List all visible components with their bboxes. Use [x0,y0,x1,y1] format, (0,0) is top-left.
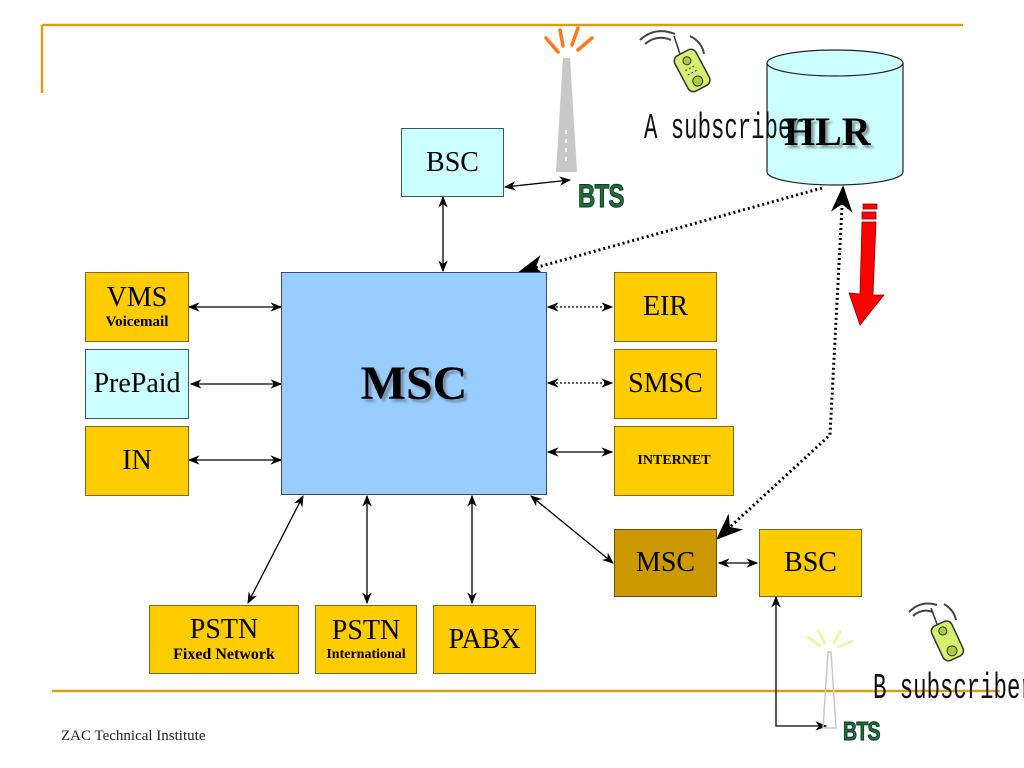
pabx-label: PABX [448,623,521,655]
bts-tower-bottom-icon [806,629,854,729]
link-msc-msc-remote [530,495,614,564]
bsc-top-node: BSC [401,128,504,197]
eir-node: EIR [614,272,717,342]
b-subscriber-label: B subscriber [873,668,1024,709]
msc-remote-node: MSC [614,529,717,597]
link-bsc-bts-top [503,176,572,191]
bts-top-label: BTS [578,178,625,215]
prepaid-label: PrePaid [93,368,181,399]
a-subscriber-label: A subscriber [644,108,805,149]
smsc-label: SMSC [628,368,703,399]
smsc-node: SMSC [614,349,717,419]
msc-main-node: MSC [281,272,547,495]
pstn-intl-subtitle: International [326,647,406,662]
pstn-intl-node: PSTN International [315,605,417,674]
eir-label: EIR [642,291,689,322]
link-hlr-msc [517,186,823,276]
internet-label: INTERNET [637,453,711,468]
pstn-intl-title: PSTN [331,615,401,646]
msc-main-label: MSC [360,356,468,410]
prepaid-node: PrePaid [85,349,189,419]
vms-node: VMS Voicemail [85,272,189,342]
bsc-top-label: BSC [426,146,479,178]
footer-text: ZAC Technical Institute [61,728,206,744]
internet-node: INTERNET [614,426,734,496]
link-msc-pstn-fixed [247,494,304,605]
link-hlr-msc-remote [716,185,853,540]
link-bsc-remote-bts-bottom [771,595,828,731]
hlr-cylinder [766,49,904,186]
msc-remote-label: MSC [635,547,696,578]
in-label: IN [122,445,152,476]
bsc-remote-label: BSC [784,547,837,578]
pabx-node: PABX [433,605,536,674]
hlr-label: HLR [784,109,871,154]
pstn-fixed-node: PSTN Fixed Network [149,605,299,674]
bsc-remote-node: BSC [759,529,862,597]
in-node: IN [85,426,189,496]
vms-subtitle: Voicemail [105,314,169,330]
pstn-fixed-subtitle: Fixed Network [173,646,275,663]
phone-b-icon [908,602,965,662]
bts-bottom-label: BTS [843,716,881,747]
pstn-fixed-title: PSTN [189,614,259,645]
phone-a-icon [639,30,711,93]
red-down-arrow-icon [848,203,885,326]
vms-title: VMS [106,282,168,313]
bts-tower-top-icon [544,26,594,172]
